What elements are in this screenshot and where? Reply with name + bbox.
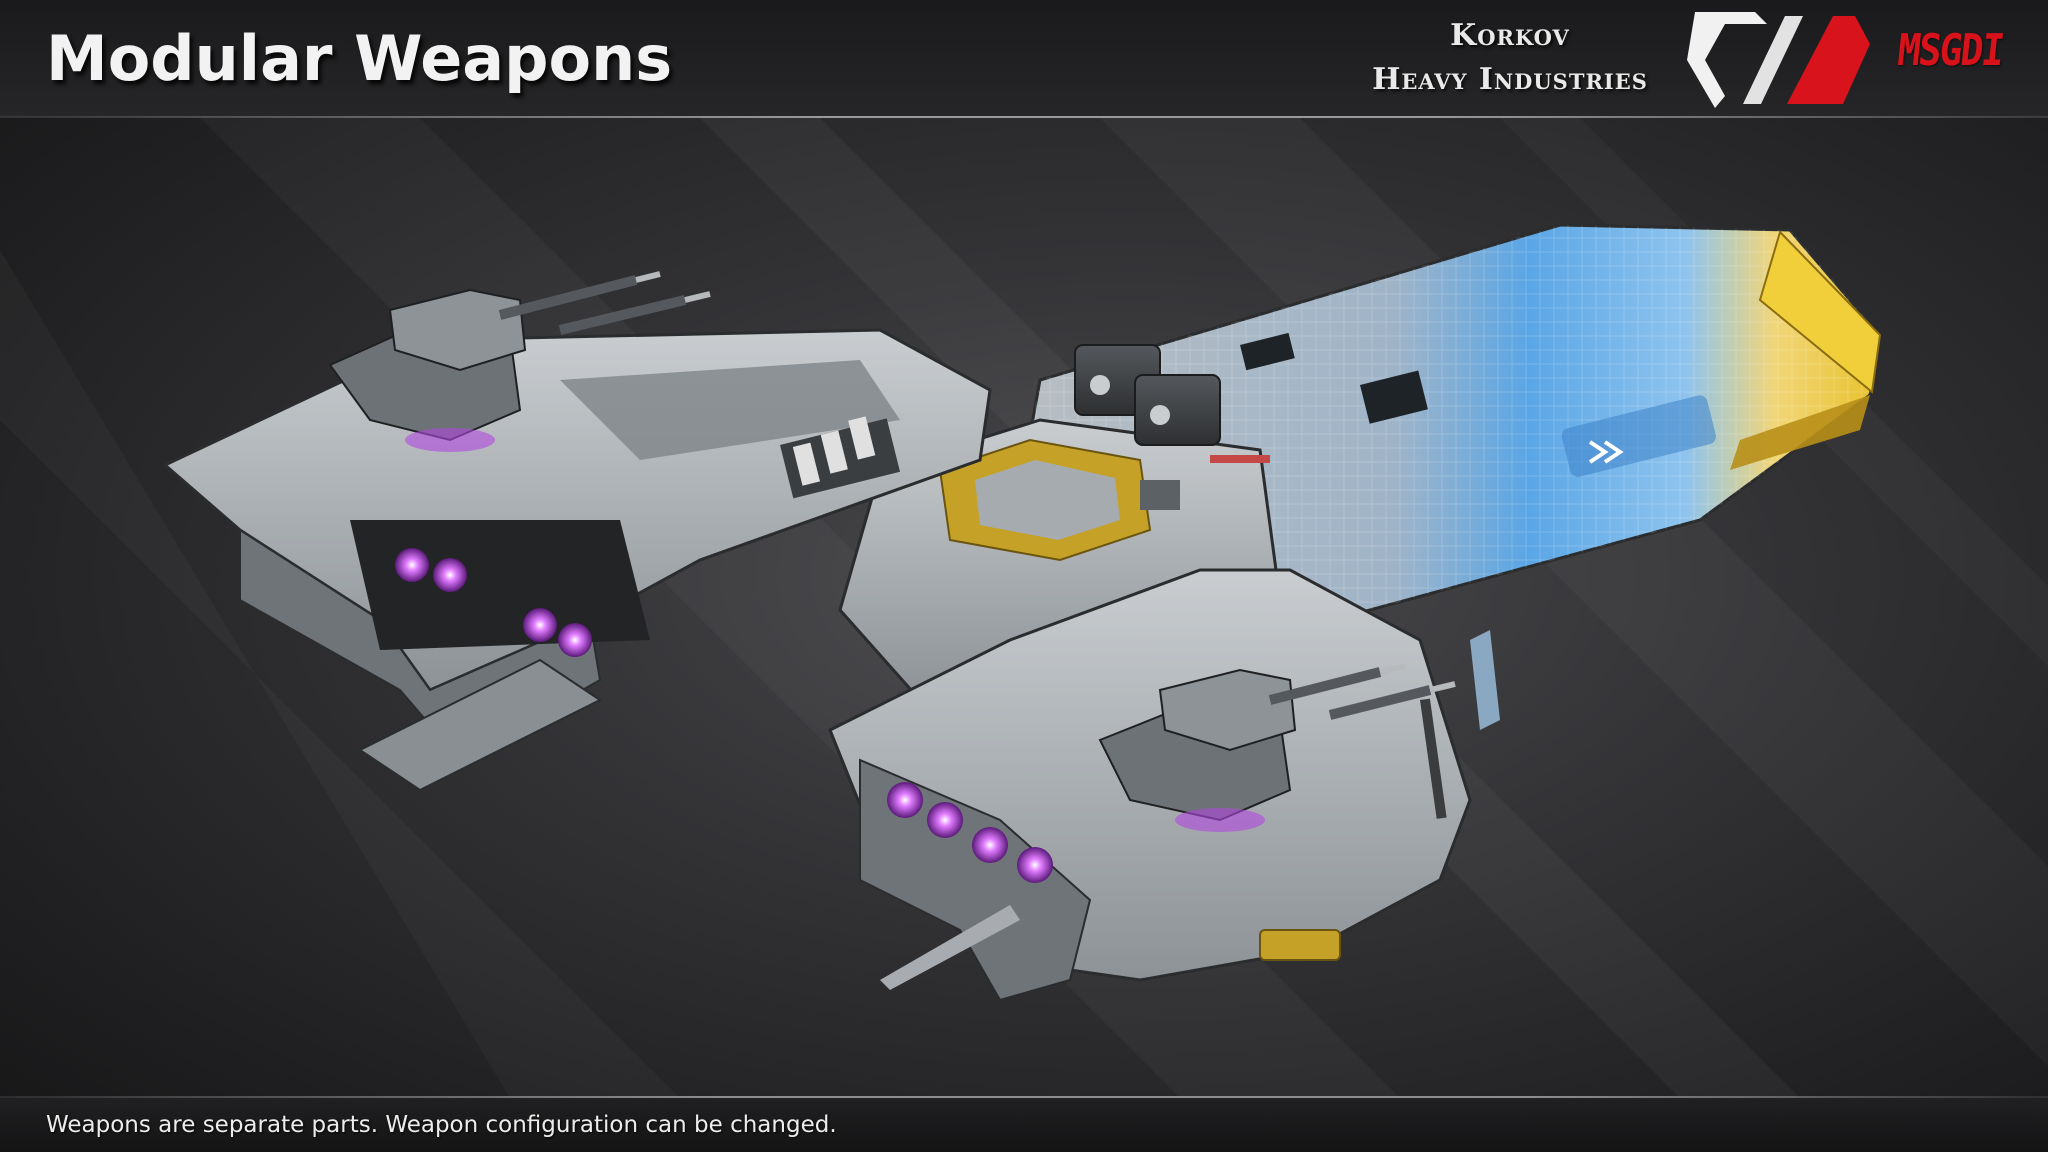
header-divider xyxy=(0,116,2048,118)
footer-bar xyxy=(0,1098,2048,1152)
studio-logo: MSGDI xyxy=(1895,24,2006,76)
sensor-turrets xyxy=(1074,344,1221,446)
company-name: Korkov Heavy Industries xyxy=(1350,14,1670,102)
right-cannon-turret xyxy=(1098,663,1456,832)
footer-caption: Weapons are separate parts. Weapon confi… xyxy=(46,1112,837,1138)
page-title: Modular Weapons xyxy=(46,22,673,95)
company-name-line2: Heavy Industries xyxy=(1372,62,1648,97)
korkov-logo-icon xyxy=(1687,12,1870,108)
footer-divider xyxy=(0,1096,2048,1098)
spaceship-render xyxy=(162,223,1882,1002)
left-cannon-turret xyxy=(328,271,711,452)
company-name-line1: Korkov xyxy=(1450,18,1570,53)
